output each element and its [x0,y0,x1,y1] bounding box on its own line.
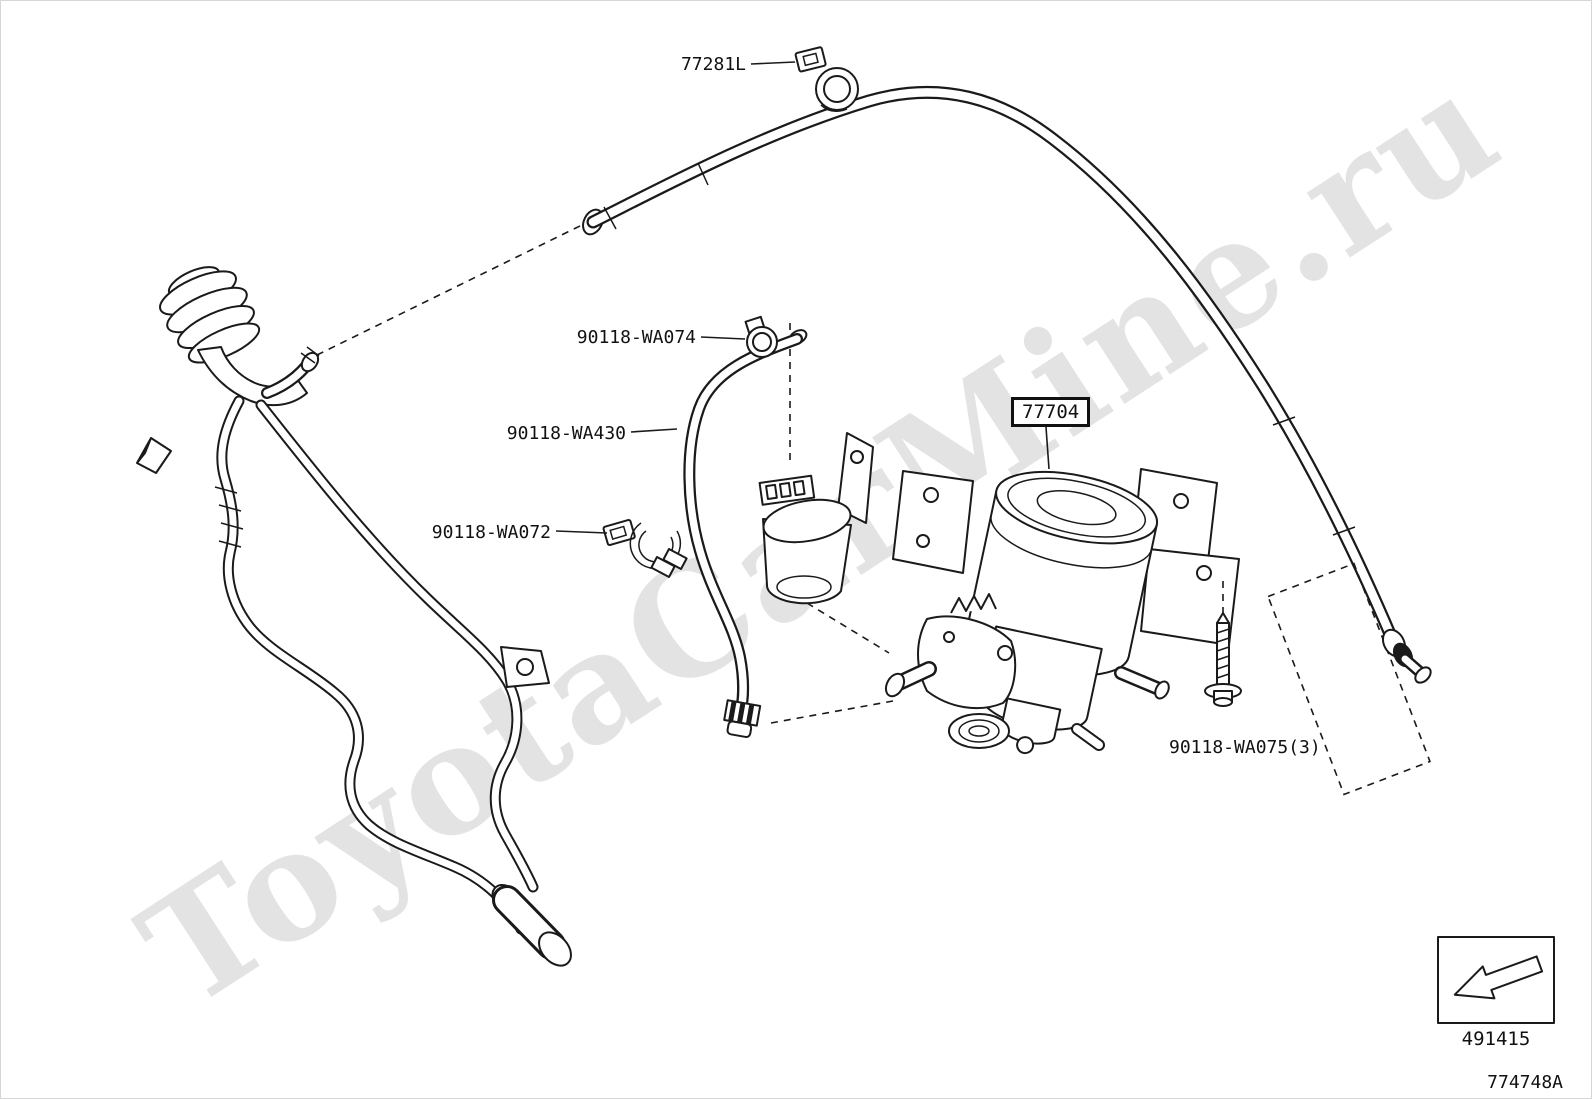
main-vapor-tube [582,85,1400,648]
part-label-90118-wa072[interactable]: 90118-WA072 [431,522,551,543]
filler-pipe-assembly [136,266,572,967]
drawing-code: 774748A [1487,1072,1563,1093]
part-label-90118-wa430[interactable]: 90118-WA430 [506,423,626,444]
direction-arrow-icon [1453,955,1544,1000]
part-label-77281l[interactable]: 77281L [680,54,746,75]
figure-code: 491415 [1461,1028,1531,1050]
part-label-77704[interactable]: 77704 [1011,397,1091,427]
reference-dashed-lines [316,222,894,724]
vsv-valve-assembly [758,432,874,605]
leader-lines [555,61,1050,534]
direction-indicator [1437,936,1555,1024]
clip-icon [744,315,778,358]
tube-end-fitting [1381,628,1432,684]
part-label-90118-wa074[interactable]: 90118-WA074 [576,327,696,348]
hose-clamp-icon [794,46,859,112]
vapor-hose-icon [683,329,808,738]
charcoal-canister [884,468,1240,755]
clamp-icon [602,518,688,578]
dashed-detail-box [1267,562,1431,796]
part-label-90118-wa075[interactable]: 90118-WA075(3) [1169,737,1321,758]
bolt-icon [1204,581,1242,707]
